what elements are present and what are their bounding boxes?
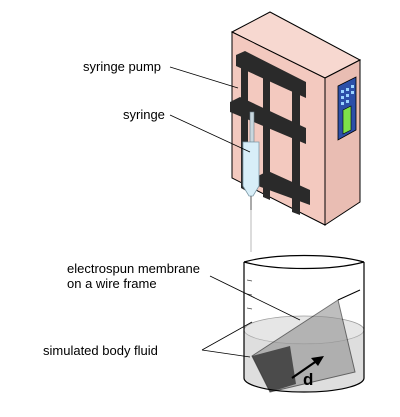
beaker-rim-back bbox=[243, 254, 365, 263]
wire-frame-edge bbox=[337, 289, 361, 301]
display-button-icon bbox=[346, 88, 349, 91]
display-button-icon bbox=[341, 90, 344, 93]
pump-control-panel bbox=[337, 76, 357, 141]
label-syringe: syringe bbox=[123, 107, 165, 122]
leader-fluid-a bbox=[201, 321, 253, 351]
leader-syringe bbox=[169, 114, 251, 153]
beaker bbox=[243, 254, 365, 393]
label-membrane-line1: electrospun membrane bbox=[67, 261, 200, 276]
membrane-shadow bbox=[252, 346, 296, 392]
label-body-fluid: simulated body fluid bbox=[43, 343, 158, 358]
label-syringe-pump: syringe pump bbox=[83, 59, 161, 74]
graduation-mark bbox=[246, 279, 253, 282]
display-button-icon bbox=[351, 85, 354, 88]
leader-syringe-pump bbox=[169, 66, 239, 89]
syringe-plunger bbox=[249, 111, 255, 143]
pump-rail-right bbox=[292, 80, 300, 215]
pump-bottom-bar bbox=[258, 171, 310, 205]
display-button-icon bbox=[351, 91, 354, 94]
leader-fluid-b bbox=[201, 349, 251, 358]
display-button-icon bbox=[346, 94, 349, 97]
syringe-barrel bbox=[242, 141, 260, 197]
display-button-icon bbox=[341, 96, 344, 99]
beaker-bottom bbox=[243, 377, 365, 393]
arrow-icon bbox=[291, 359, 319, 379]
arrow-head bbox=[311, 356, 324, 366]
pump-middle-bar bbox=[230, 97, 306, 144]
leader-membrane bbox=[209, 275, 301, 321]
graduation-mark bbox=[246, 307, 253, 310]
label-distance: d bbox=[303, 370, 313, 389]
display-button-icon bbox=[346, 100, 349, 103]
pump-rail-center bbox=[263, 66, 270, 200]
display-screen bbox=[342, 105, 352, 135]
pump-top-bar bbox=[236, 51, 306, 98]
label-membrane-line2: on a wire frame bbox=[67, 276, 157, 291]
leader-lines bbox=[169, 66, 301, 358]
syringe bbox=[242, 111, 260, 252]
display-button-icon bbox=[341, 102, 344, 105]
beaker-rim-front bbox=[243, 261, 365, 270]
